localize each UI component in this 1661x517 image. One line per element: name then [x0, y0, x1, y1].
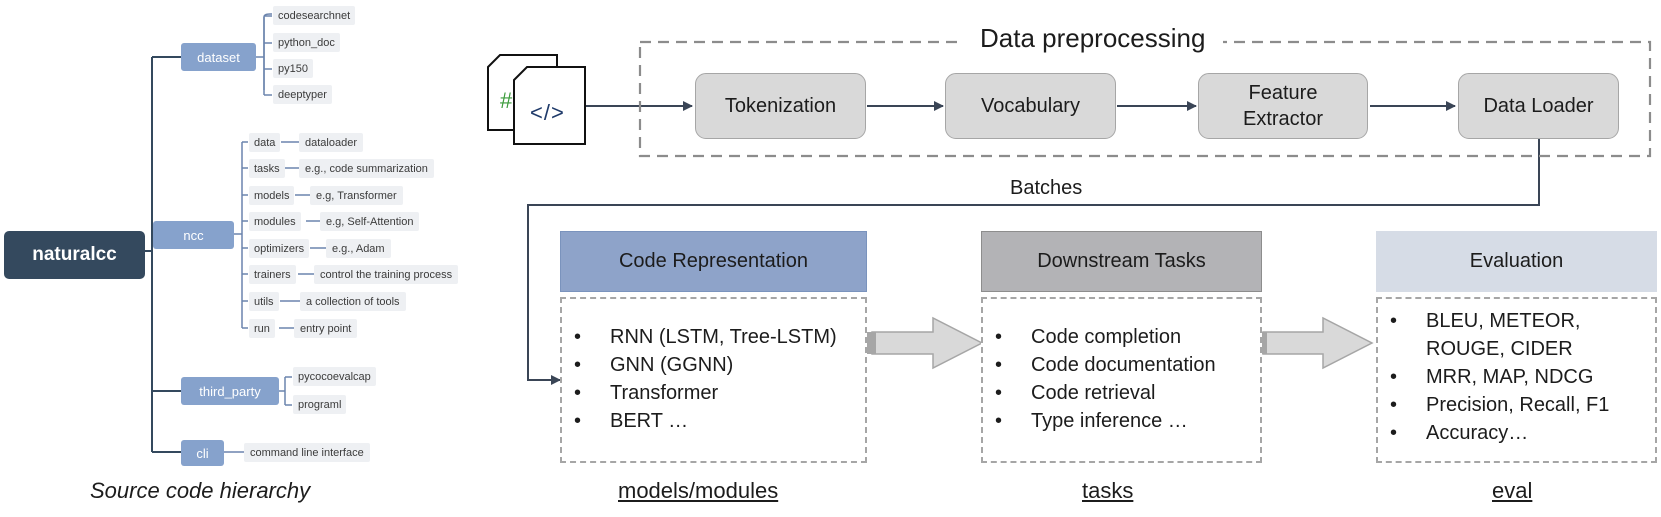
hierarchy-root[interactable]: naturalcc — [4, 231, 145, 279]
models-modules-caption[interactable]: models/modules — [618, 478, 779, 503]
downstream-tasks-header[interactable]: Downstream Tasks — [981, 231, 1262, 292]
ncc-desc-data: dataloader — [299, 133, 363, 152]
ncc-desc-tasks: e.g., code summarization — [299, 159, 434, 178]
code-representation-box: •RNN (LSTM, Tree-LSTM) •GNN (GGNN) •Tran… — [560, 297, 867, 463]
ncc-item-data[interactable]: data — [249, 133, 281, 152]
hierarchy-caption: Source code hierarchy — [90, 478, 311, 503]
tasks-caption[interactable]: tasks — [1082, 478, 1134, 503]
eval-caption[interactable]: eval — [1492, 478, 1533, 503]
list-item: •BLEU, METEOR, ROUGE, CIDER — [1390, 310, 1581, 360]
stage-vocabulary[interactable]: Vocabulary — [945, 73, 1116, 139]
ncc-desc-utils: a collection of tools — [300, 292, 406, 311]
ncc-item-utils[interactable]: utils — [249, 292, 279, 311]
downstream-tasks-box: •Code completion •Code documentation •Co… — [981, 297, 1262, 463]
ncc-desc-models: e.g, Transformer — [310, 186, 403, 205]
stage-feature-extractor[interactable]: Feature Extractor — [1198, 73, 1368, 139]
ncc-desc-optimizers: e.g., Adam — [326, 239, 391, 258]
list-item: •GNN (GGNN) — [574, 354, 734, 376]
leaf-codesearchnet[interactable]: codesearchnet — [273, 6, 356, 25]
ncc-desc-run: entry point — [294, 319, 358, 338]
list-item: •Precision, Recall, F1 — [1390, 394, 1610, 416]
evaluation-box: •BLEU, METEOR, ROUGE, CIDER •MRR, MAP, N… — [1376, 297, 1657, 463]
hash-icon: # — [500, 88, 513, 113]
leaf-python-doc[interactable]: python_doc — [273, 33, 340, 52]
ncc-item-tasks[interactable]: tasks — [249, 159, 285, 178]
preprocessing-title: Data preprocessing — [962, 23, 1224, 54]
list-item: •MRR, MAP, NDCG — [1390, 366, 1594, 388]
node-cli[interactable]: cli — [181, 440, 224, 466]
evaluation-header[interactable]: Evaluation — [1376, 231, 1657, 292]
node-ncc[interactable]: ncc — [153, 221, 234, 249]
list-item: •Accuracy… — [1390, 422, 1529, 444]
code-file-icon: </> — [530, 100, 565, 125]
ncc-item-run[interactable]: run — [249, 319, 275, 338]
list-item: •Code completion — [995, 326, 1182, 348]
list-item: •Code retrieval — [995, 382, 1156, 404]
leaf-pycocoevalcap[interactable]: pycocoevalcap — [293, 367, 376, 386]
stage-tokenization[interactable]: Tokenization — [695, 73, 866, 139]
leaf-py150[interactable]: py150 — [273, 59, 313, 78]
node-third-party[interactable]: third_party — [181, 377, 279, 405]
list-item: •Code documentation — [995, 354, 1216, 376]
list-item: •BERT … — [574, 410, 689, 432]
leaf-programl[interactable]: programl — [293, 395, 347, 414]
batches-label: Batches — [1010, 177, 1083, 199]
ncc-desc-modules: e.g, Self-Attention — [320, 212, 420, 231]
list-item: •Type inference … — [995, 410, 1188, 432]
node-dataset[interactable]: dataset — [181, 43, 256, 71]
ncc-desc-trainers: control the training process — [314, 265, 459, 284]
stage-data-loader[interactable]: Data Loader — [1458, 73, 1619, 139]
list-item: •Transformer — [574, 382, 719, 404]
list-item: •RNN (LSTM, Tree-LSTM) — [574, 326, 837, 348]
leaf-deeptyper[interactable]: deeptyper — [273, 85, 332, 104]
ncc-item-models[interactable]: models — [249, 186, 295, 205]
ncc-item-optimizers[interactable]: optimizers — [249, 239, 310, 258]
code-representation-header[interactable]: Code Representation — [560, 231, 867, 292]
cli-desc: command line interface — [244, 443, 370, 462]
ncc-item-modules[interactable]: modules — [249, 212, 301, 231]
ncc-item-trainers[interactable]: trainers — [249, 265, 296, 284]
